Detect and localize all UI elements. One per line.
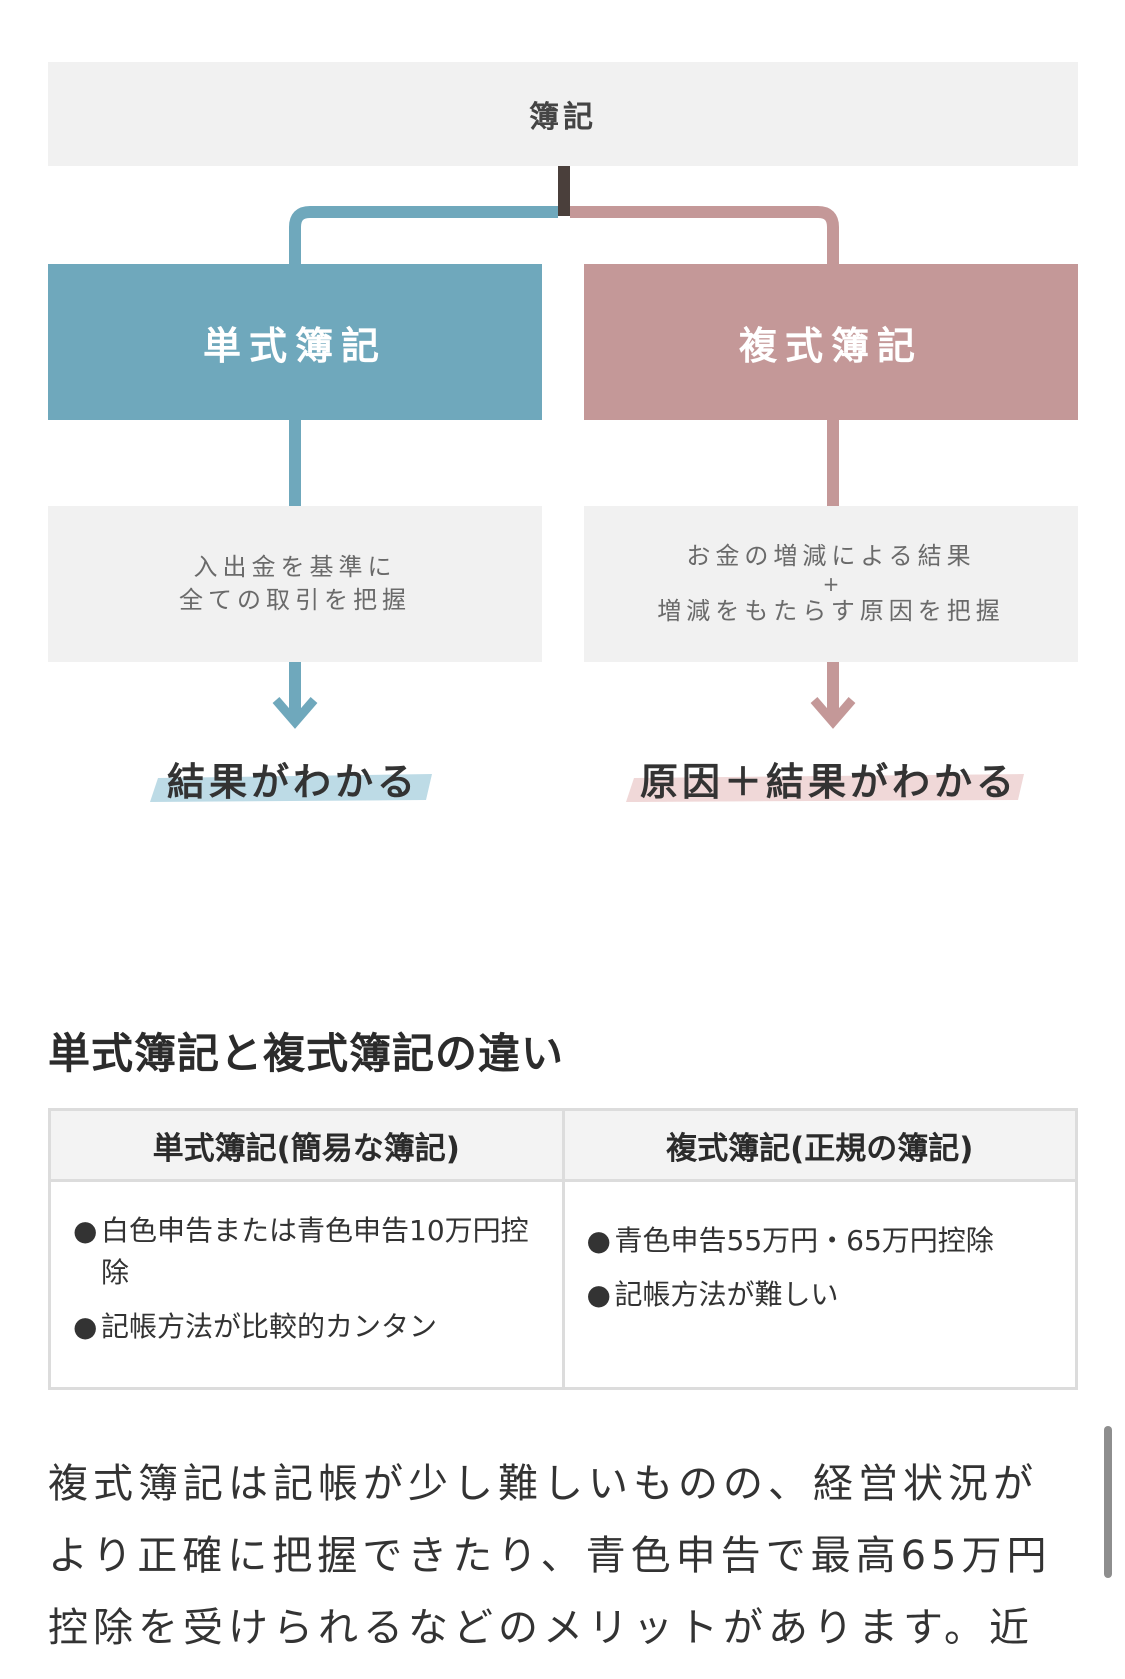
list-item-text: 青色申告55万円・65万円控除 [614,1224,994,1257]
connector-right-branch [570,206,839,264]
table-header-single-entry: 単式簿記(簡易な簿記) [48,1108,565,1182]
list-item: ●記帳方法が難しい [587,1274,1062,1316]
list-item: ●白色申告または青色申告10万円控除 [73,1210,548,1294]
description-line: 入出金を基準に [193,552,397,581]
down-arrow-right-icon [810,662,856,729]
bullet-icon: ● [586,1224,611,1257]
diagram-connectors [150,166,1024,802]
scrollbar-thumb[interactable] [1104,1426,1112,1578]
description-box-single-entry: 入出金を基準に 全ての取引を把握 [48,506,542,662]
section-title: 単式簿記と複式簿記の違い [48,1029,565,1078]
result-label-single-entry: 結果がわかる [148,748,438,808]
result-label-double-entry: 原因＋結果がわかる [624,748,1034,808]
method-title-single-entry: 単式簿記 [202,323,387,368]
comparison-table: 単式簿記(簡易な簿記) 複式簿記(正規の簿記) ●白色申告または青色申告10万円… [48,1108,1078,1390]
connector-left-lower [289,420,301,506]
table-row: ●白色申告または青色申告10万円控除 ●記帳方法が比較的カンタン ●青色申告55… [48,1179,1078,1390]
description-box-double-entry: お金の増減による結果 + 増減をもたらす原因を把握 [584,506,1078,662]
result-right-highlight [626,774,1024,802]
description-line: お金の増減による結果 [686,541,976,570]
description-line: 全ての取引を把握 [179,586,411,614]
list-item-text: 記帳方法が難しい [614,1278,839,1311]
method-box-single-entry: 単式簿記 [48,264,542,420]
description-line: 増減をもたらす原因を把握 [657,597,1005,625]
bullet-icon: ● [73,1310,98,1343]
list-item: ●記帳方法が比較的カンタン [73,1306,548,1348]
result-text-double-entry: 原因＋結果がわかる [639,759,1018,804]
body-paragraph: 複式簿記は記帳が少し難しいものの、経営状況がより正確に把握できたり、青色申告で最… [48,1461,1052,1651]
table-cell-single-entry: ●白色申告または青色申告10万円控除 ●記帳方法が比較的カンタン [48,1179,565,1390]
table-header-double-entry: 複式簿記(正規の簿記) [561,1108,1078,1182]
diagram-root-box: 簿記 [48,62,1078,166]
connector-left-branch [289,206,558,264]
diagram-root-label: 簿記 [529,100,597,135]
bullet-icon: ● [586,1278,611,1311]
result-left-highlight [150,774,432,802]
down-arrow-left-icon [272,662,318,729]
connector-stem [558,166,570,216]
list-item-text: 記帳方法が比較的カンタン [101,1310,438,1343]
feature-list-double-entry: ●青色申告55万円・65万円控除 ●記帳方法が難しい [587,1220,1062,1316]
list-item: ●青色申告55万円・65万円控除 [587,1220,1062,1262]
table-cell-double-entry: ●青色申告55万円・65万円控除 ●記帳方法が難しい [561,1179,1078,1390]
feature-list-single-entry: ●白色申告または青色申告10万円控除 ●記帳方法が比較的カンタン [73,1210,548,1348]
connector-right-lower [827,420,839,506]
description-plus-sign: + [822,572,840,596]
method-box-double-entry: 複式簿記 [584,264,1078,420]
table-header-row: 単式簿記(簡易な簿記) 複式簿記(正規の簿記) [48,1108,1078,1182]
list-item-text: 白色申告または青色申告10万円控除 [101,1214,529,1289]
result-text-single-entry: 結果がわかる [166,759,419,804]
bullet-icon: ● [73,1214,98,1247]
method-title-double-entry: 複式簿記 [738,323,923,368]
